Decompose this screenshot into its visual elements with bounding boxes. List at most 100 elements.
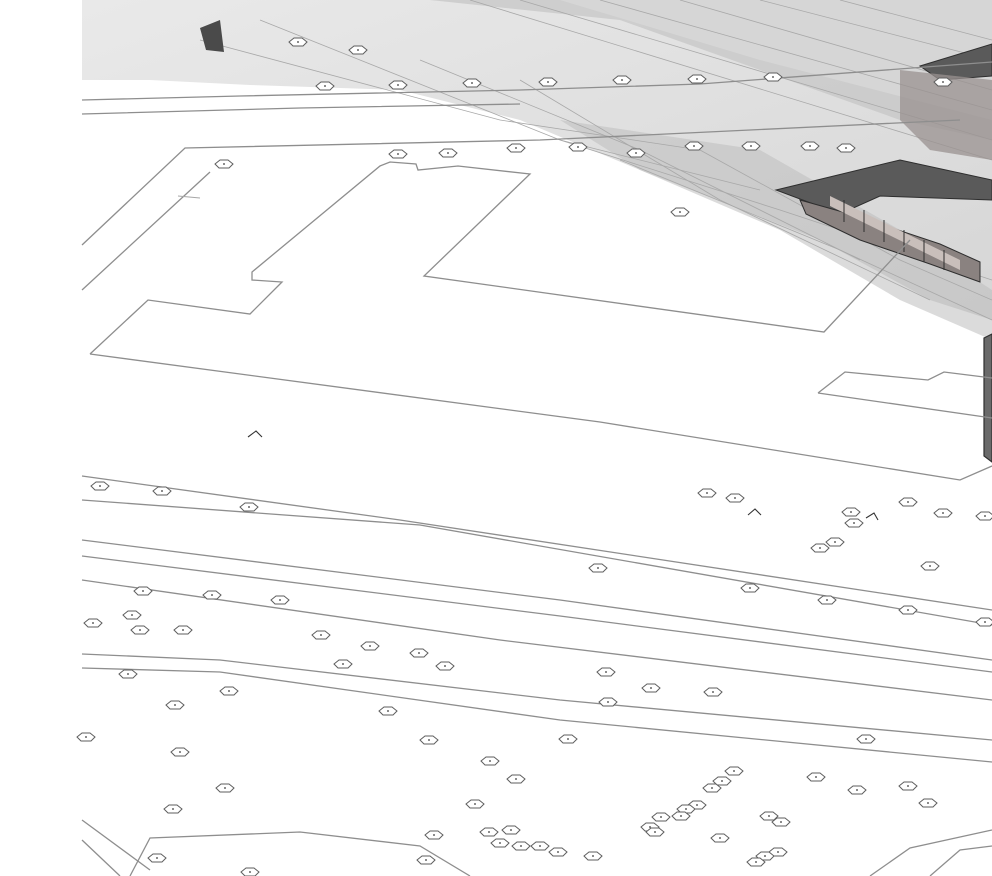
tree-symbol-icon <box>360 641 380 651</box>
tree-symbol-icon <box>898 497 918 507</box>
tree-symbol-icon <box>740 583 760 593</box>
tree-symbol-icon <box>462 78 482 88</box>
tree-symbol-icon <box>817 595 837 605</box>
tree-symbol-icon <box>215 783 235 793</box>
tree-symbol-icon <box>568 142 588 152</box>
tree-symbol-icon <box>122 610 142 620</box>
tree-symbol-icon <box>933 77 953 87</box>
tree-symbol-icon <box>311 630 331 640</box>
tree-symbol-icon <box>687 74 707 84</box>
tree-symbol-icon <box>388 80 408 90</box>
tree-symbol-icon <box>202 590 222 600</box>
tree-symbol-icon <box>90 481 110 491</box>
tree-symbol-icon <box>480 756 500 766</box>
dark-structure <box>774 43 992 463</box>
tree-symbol-icon <box>506 774 526 784</box>
tree-symbol-icon <box>333 659 353 669</box>
tree-symbol-icon <box>641 683 661 693</box>
tree-symbol-icon <box>702 783 722 793</box>
tree-symbol-icon <box>844 518 864 528</box>
tree-symbol-icon <box>684 141 704 151</box>
tree-symbol-icon <box>724 766 744 776</box>
tree-symbol-icon <box>240 867 260 876</box>
tree-symbol-icon <box>83 618 103 628</box>
tree-symbol-icon <box>416 855 436 865</box>
tree-symbol-icon <box>670 207 690 217</box>
tree-symbol-icon <box>538 77 558 87</box>
tree-symbol-icon <box>130 625 150 635</box>
tree-symbol-icon <box>710 833 730 843</box>
tree-symbol-icon <box>800 141 820 151</box>
tree-symbol-icon <box>703 687 723 697</box>
tree-symbol-icon <box>438 148 458 158</box>
tree-symbol-icon <box>933 508 953 518</box>
tree-symbol-icon <box>588 563 608 573</box>
tree-symbol-icon <box>975 617 992 627</box>
tree-symbol-icon <box>651 812 671 822</box>
tree-symbol-icon <box>479 827 499 837</box>
tree-symbol-icon <box>419 735 439 745</box>
tree-symbol-icon <box>239 502 259 512</box>
tree-symbol-icon <box>763 72 783 82</box>
tree-symbol-icon <box>147 853 167 863</box>
tree-symbol-icon <box>596 667 616 677</box>
tree-symbol-icon <box>548 847 568 857</box>
tree-symbol-icon <box>898 781 918 791</box>
tree-symbol-icon <box>583 851 603 861</box>
left-gutter <box>0 0 82 876</box>
tree-symbol-icon <box>725 493 745 503</box>
tree-symbol-icon <box>810 543 830 553</box>
tree-symbol-icon <box>288 37 308 47</box>
view-marker-icon[interactable] <box>247 430 879 521</box>
tree-symbol-icon <box>165 700 185 710</box>
tree-symbol-icon <box>847 785 867 795</box>
tree-symbol-icon <box>378 706 398 716</box>
tree-symbol-icon <box>435 661 455 671</box>
tree-symbol-icon <box>898 605 918 615</box>
tree-symbol-icon <box>163 804 183 814</box>
tree-symbol-icon <box>645 827 665 837</box>
tree-symbol-icon <box>118 669 138 679</box>
tree-symbol-icon <box>856 734 876 744</box>
tree-symbol-icon <box>975 511 992 521</box>
tree-symbol-icon <box>671 811 691 821</box>
tree-symbol-icon <box>170 747 190 757</box>
tree-symbol-icon <box>506 143 526 153</box>
tree-symbol-icon <box>490 838 510 848</box>
tree-symbol-icon <box>511 841 531 851</box>
tree-symbol-icon <box>173 625 193 635</box>
tree-symbol-icon <box>348 45 368 55</box>
tree-symbol-icon <box>214 159 234 169</box>
tree-symbol-icon <box>424 830 444 840</box>
tree-symbol-icon <box>133 586 153 596</box>
tree-symbol-icon <box>825 537 845 547</box>
tree-symbol-icon <box>501 825 521 835</box>
tree-symbol-icon <box>76 732 96 742</box>
tree-symbol-icon <box>270 595 290 605</box>
tree-symbol-icon <box>409 648 429 658</box>
tree-symbol-icon <box>759 811 779 821</box>
tree-symbol-icon <box>558 734 578 744</box>
tree-symbol-icon <box>152 486 172 496</box>
tree-symbol-icon <box>918 798 938 808</box>
tree-symbol-icon <box>612 75 632 85</box>
tree-symbol-icon <box>465 799 485 809</box>
tree-symbol-icon <box>771 817 791 827</box>
tree-symbol-icon <box>530 841 550 851</box>
tree-symbol-icon <box>626 148 646 158</box>
tree-symbol-icon <box>920 561 940 571</box>
tree-symbol-icon <box>746 857 766 867</box>
tree-symbol-icon <box>315 81 335 91</box>
tree-symbol-icon <box>598 697 618 707</box>
tree-symbol-icon <box>836 143 856 153</box>
tree-symbol-icon <box>741 141 761 151</box>
point-cloud-band <box>82 0 992 340</box>
tree-symbol-icon <box>806 772 826 782</box>
tree-symbol-icon <box>697 488 717 498</box>
tree-symbol-icon <box>219 686 239 696</box>
site-outlines <box>81 61 992 876</box>
tree-symbol-icon <box>388 149 408 159</box>
tree-symbols <box>76 37 992 876</box>
